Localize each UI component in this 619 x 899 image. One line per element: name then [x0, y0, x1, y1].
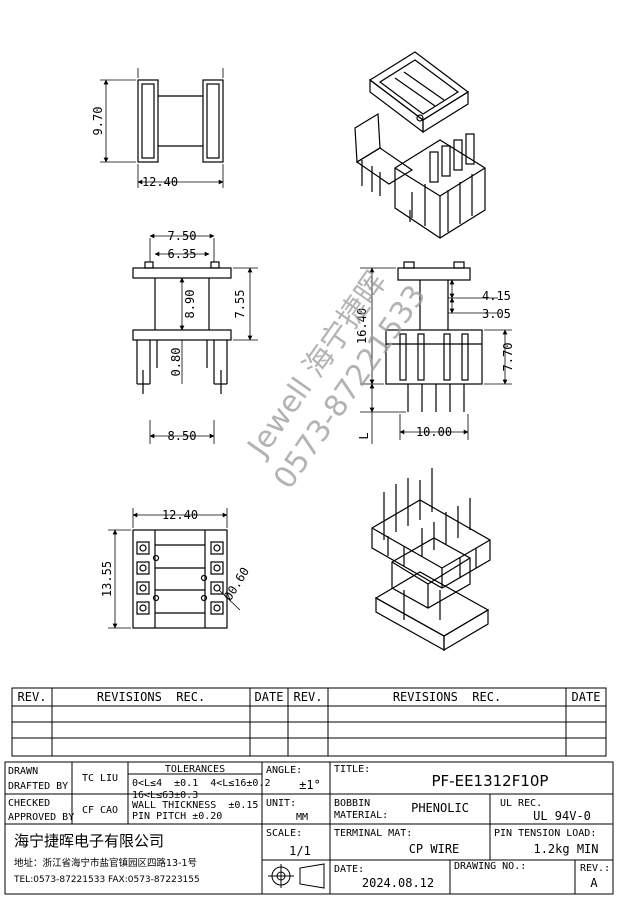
tolerance-line-1: 0<L≤4 ±0.1 4<L≤16±0.2: [132, 778, 270, 789]
dim-side-total: 16.40: [355, 308, 369, 344]
iso-view-upper: [354, 51, 486, 239]
projection-symbol-icon: [268, 863, 325, 889]
dim-side-c: 7.70: [501, 343, 515, 372]
drafted-label: DRAFTED BY: [8, 781, 68, 792]
terminal-value: CP WIRE: [409, 842, 460, 856]
watermark: Jewell 海宁捷晖 0573-87221533: [240, 266, 433, 496]
tolerance-line-3: WALL THICKNESS ±0.15: [132, 800, 258, 811]
ul-rec-label: UL REC.: [500, 798, 542, 809]
unit-label: UNIT:: [266, 798, 296, 809]
pin-tension-label: PIN TENSION LOAD:: [494, 828, 596, 839]
date-label: DATE:: [334, 864, 364, 875]
bobbin-label: BOBBIN: [334, 798, 370, 809]
rev-header-date-right: DATE: [572, 690, 601, 704]
company-name: 海宁捷晖电子有限公司: [14, 832, 164, 850]
scale-label: SCALE:: [266, 828, 302, 839]
dim-side-b: 3.05: [482, 307, 511, 321]
dim-top-height: 9.70: [91, 107, 105, 136]
tolerances-header: TOLERANCES: [165, 764, 225, 775]
date-value: 2024.08.12: [362, 876, 434, 890]
drafted-value: TC LIU: [82, 773, 118, 784]
dim-front-w2: 6.35: [168, 247, 197, 261]
drawing-no-label: DRAWING NO.:: [454, 861, 526, 872]
rev-value: A: [590, 876, 598, 890]
scale-value: 1/1: [289, 844, 311, 858]
dim-side-base: 10.00: [416, 425, 452, 439]
iso-view-lower: [371, 468, 491, 652]
title-value: PF-EE1312F10P: [432, 772, 549, 790]
dim-front-h1: 8.90: [183, 290, 197, 319]
rev-header-rec-left: REVISIONS REC.: [97, 690, 205, 704]
bottom-view: [108, 508, 241, 629]
dim-side-len: L: [357, 432, 371, 439]
checked-label: CHECKED: [8, 798, 50, 809]
terminal-label: TERMINAL MAT:: [334, 828, 412, 839]
title-label: TITLE:: [334, 764, 370, 775]
company-address: 地址：浙江省海宁市盐官镇园区四路13-1号: [14, 857, 197, 869]
unit-value: MM: [296, 812, 308, 823]
dim-front-pin: 0.80: [169, 348, 183, 377]
tolerance-line-2: 16<L≤63±0.3: [132, 790, 198, 801]
front-view: [132, 233, 258, 444]
approved-label: APPROVED BY: [8, 812, 74, 823]
top-view: [100, 68, 224, 188]
dim-bottom-width: 12.40: [162, 508, 198, 522]
dim-front-base: 8.50: [168, 429, 197, 443]
rev-header-date-left: DATE: [255, 690, 284, 704]
dim-front-w1: 7.50: [168, 229, 197, 243]
bobbin-value: PHENOLIC: [411, 801, 469, 815]
revisions-table: [11, 687, 607, 757]
tolerance-line-4: PIN PITCH ±0.20: [132, 811, 222, 822]
approved-value: CF CAO: [82, 805, 118, 816]
angle-value: ±1°: [299, 778, 321, 792]
pin-tension-value: 1.2kg MIN: [533, 842, 598, 856]
rev-label: REV.:: [580, 863, 610, 874]
rev-header-rec-right: REVISIONS REC.: [393, 690, 501, 704]
dim-bottom-hole: Ø0.60: [221, 565, 252, 603]
angle-label: ANGLE:: [266, 765, 302, 776]
dim-side-a: 4.15: [482, 289, 511, 303]
ul-rec-value: UL 94V-0: [533, 809, 591, 823]
bobbin-material-label: MATERIAL:: [334, 810, 388, 821]
company-tel: TEL:0573-87221533 FAX:0573-87223155: [13, 875, 200, 885]
rev-header-rev-right: REV.: [294, 690, 323, 704]
title-block: [4, 761, 614, 895]
dim-front-h2: 7.55: [233, 290, 247, 319]
dim-bottom-height: 13.55: [100, 561, 114, 597]
drawn-label: DRAWN: [8, 766, 38, 777]
dim-top-width: 12.40: [142, 175, 178, 189]
rev-header-rev-left: REV.: [18, 690, 47, 704]
side-view: [360, 261, 512, 444]
